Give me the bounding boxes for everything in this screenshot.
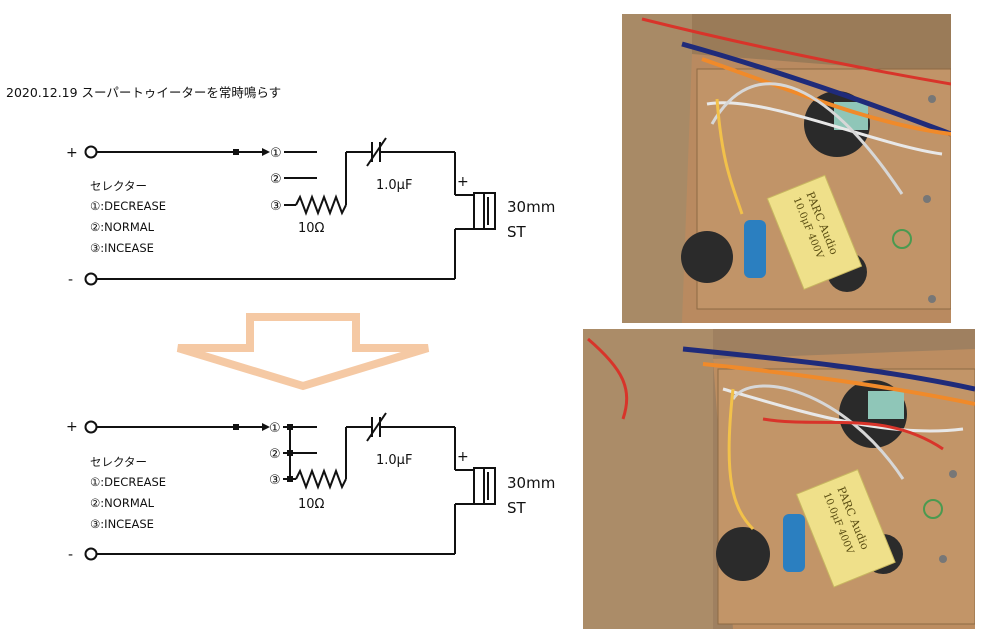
switch-arrow: [262, 423, 270, 431]
speaker-plus-label: +: [457, 174, 469, 190]
circuit-schematics: + ① ② ③ - + 1.0μF 10Ω 30mm ST セレクター: [66, 137, 555, 563]
minus-terminal-label: -: [68, 272, 73, 288]
switch-pos-1: ①: [270, 146, 282, 161]
selector-title: セレクター: [90, 455, 147, 469]
resistor-label: 10Ω: [298, 221, 325, 236]
crossover-photo-after: PARC Audio 10.0μF 400V: [583, 329, 975, 629]
speaker-size-label: 30mm: [507, 198, 555, 216]
speaker-type-label: ST: [507, 223, 527, 241]
capacitor-label: 1.0μF: [376, 453, 412, 468]
minus-terminal: [84, 547, 98, 561]
crossover-photo-before: PARC Audio 10.0μF 400V: [622, 14, 951, 323]
page-title: 2020.12.19 スーパートゥイーターを常時鳴らす: [6, 85, 282, 100]
schematic-after: + ① ② ③ - + 1.0μF 10Ω 30mm: [66, 412, 555, 563]
switch-pos-2: ②: [269, 447, 281, 462]
selector-item: ③:INCEASE: [90, 241, 154, 255]
selector-item: ①:DECREASE: [90, 199, 166, 213]
plus-terminal-label: +: [66, 419, 78, 435]
film-capacitor: PARC Audio 10.0μF 400V: [766, 174, 863, 291]
speaker: [473, 467, 485, 505]
switch-arrow: [262, 148, 270, 156]
resistor: [295, 194, 347, 216]
down-arrow: [176, 313, 430, 391]
minus-terminal-label: -: [68, 547, 73, 563]
plus-terminal: [84, 145, 98, 159]
plus-terminal: [84, 420, 98, 434]
capacitor-label: 1.0μF: [376, 178, 412, 193]
selector-title: セレクター: [90, 179, 147, 193]
selector-item: ①:DECREASE: [90, 475, 166, 489]
switch-pos-3: ③: [269, 473, 281, 488]
plus-terminal-label: +: [66, 145, 78, 161]
selector-item: ③:INCEASE: [90, 517, 154, 531]
film-capacitor: PARC Audio 10.0μF 400V: [795, 468, 896, 588]
selector-item: ②:NORMAL: [90, 496, 155, 510]
switch-pos-3: ③: [270, 199, 282, 214]
minus-terminal: [84, 272, 98, 286]
speaker-plus-label: +: [457, 449, 469, 465]
schematic-before: + ① ② ③ - + 1.0μF 10Ω 30mm ST セレクター: [66, 137, 555, 288]
resistor: [295, 468, 347, 490]
selector-item: ②:NORMAL: [90, 220, 155, 234]
speaker-size-label: 30mm: [507, 474, 555, 492]
switch-pos-1: ①: [269, 421, 281, 436]
resistor-label: 10Ω: [298, 497, 325, 512]
speaker-type-label: ST: [507, 499, 527, 517]
switch-pos-2: ②: [270, 172, 282, 187]
speaker: [473, 192, 485, 230]
